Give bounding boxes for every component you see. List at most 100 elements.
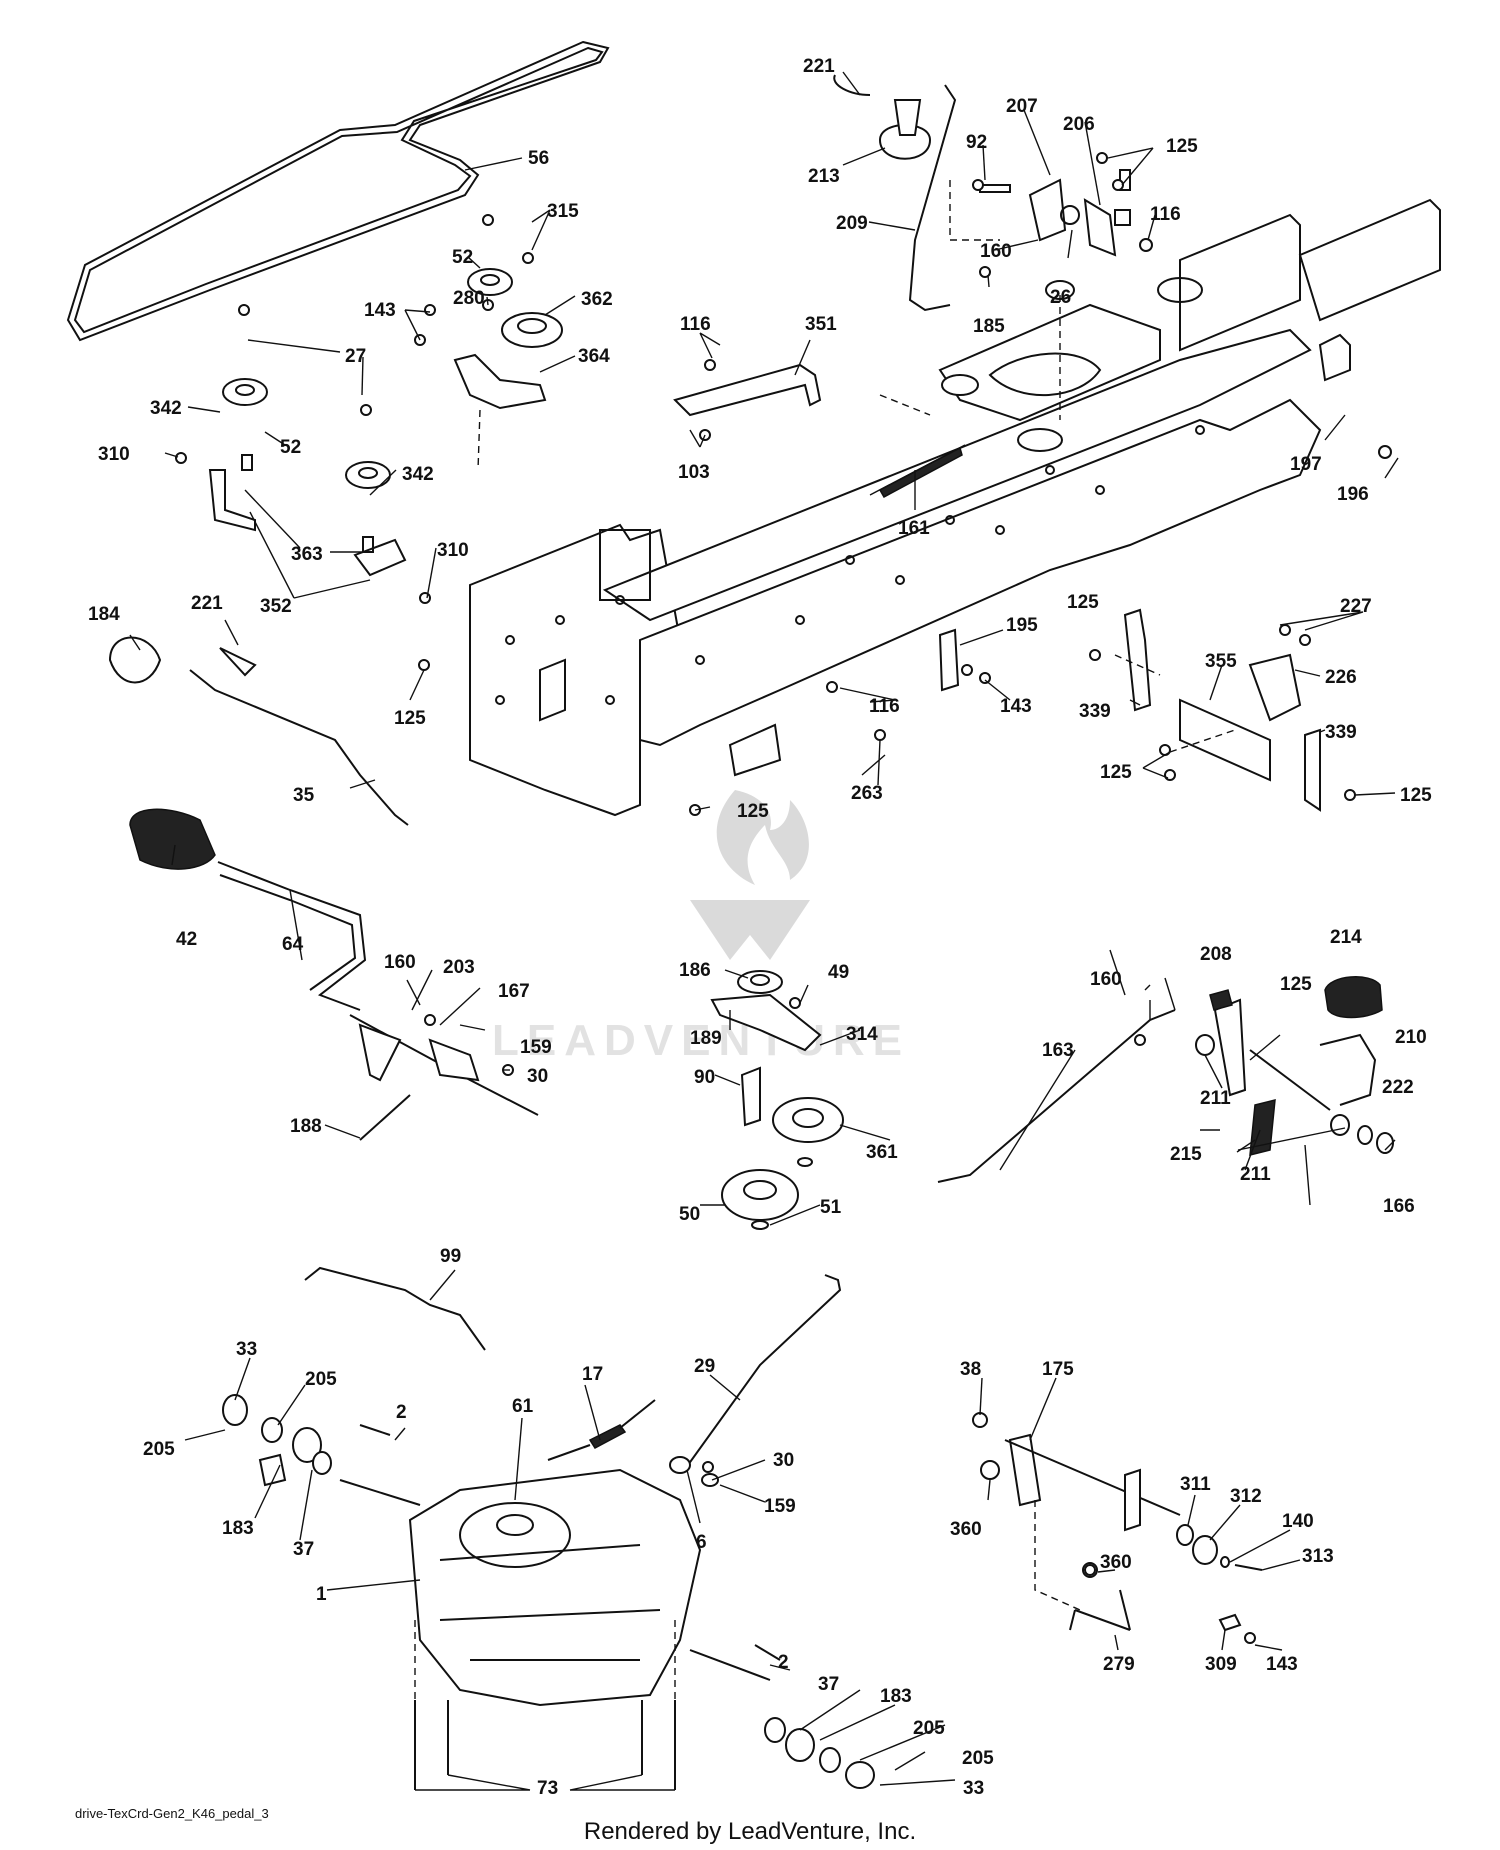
label-125-right: 125 (1400, 785, 1432, 806)
control-rod-35 (108, 636, 409, 826)
label-188: 188 (290, 1116, 322, 1137)
label-99: 99 (440, 1246, 461, 1267)
label-207: 207 (1006, 96, 1038, 117)
label-351: 351 (805, 314, 837, 335)
idler-pulleys (208, 268, 563, 577)
label-213: 213 (808, 166, 840, 187)
label-195: 195 (1006, 615, 1038, 636)
label-214: 214 (1330, 927, 1362, 948)
label-352: 352 (260, 596, 292, 617)
label-160-lever: 160 (384, 952, 416, 973)
label-339-left: 339 (1079, 701, 1111, 722)
label-206: 206 (1063, 114, 1095, 135)
label-186: 186 (679, 960, 711, 981)
label-310-left: 310 (98, 444, 130, 465)
label-160-pedal: 160 (1090, 969, 1122, 990)
brackets-339-355 (938, 608, 1321, 812)
label-90: 90 (694, 1067, 715, 1088)
label-175: 175 (1042, 1359, 1074, 1380)
label-312: 312 (1230, 1486, 1262, 1507)
label-35: 35 (293, 785, 315, 806)
label-280: 280 (453, 288, 485, 309)
bracket-351 (673, 363, 822, 417)
label-125-lower: 125 (1100, 762, 1132, 783)
label-33-right: 33 (963, 1778, 984, 1799)
label-56: 56 (528, 148, 549, 169)
label-197: 197 (1290, 454, 1322, 475)
label-211-upper: 211 (1200, 1088, 1231, 1109)
label-226: 226 (1325, 667, 1357, 688)
label-159-lever: 159 (520, 1037, 552, 1058)
label-27: 27 (345, 346, 366, 367)
transaxle (222, 1394, 875, 1790)
label-311: 311 (1180, 1474, 1211, 1495)
label-364: 364 (578, 346, 610, 367)
label-314: 314 (846, 1024, 878, 1045)
label-116-frame: 116 (869, 696, 900, 717)
label-203: 203 (443, 957, 475, 978)
spring-161 (869, 444, 966, 499)
label-29: 29 (694, 1356, 715, 1377)
label-196: 196 (1337, 484, 1369, 505)
drive-belt (66, 40, 610, 342)
label-355: 355 (1205, 651, 1237, 672)
label-363: 363 (291, 544, 323, 565)
brake-pedal-assembly (937, 976, 1394, 1183)
label-125-frame: 125 (737, 801, 769, 822)
diagram-code: drive-TexCrd-Gen2_K46_pedal_3 (75, 1806, 269, 1821)
label-73: 73 (537, 1778, 558, 1799)
label-30-rod: 30 (773, 1450, 794, 1471)
rods-99-29 (304, 1266, 842, 1466)
fasteners (175, 152, 1392, 1644)
label-310-right: 310 (437, 540, 469, 561)
label-6: 6 (696, 1532, 707, 1553)
label-342-right: 342 (402, 464, 434, 485)
label-2-lower: 2 (778, 1652, 789, 1673)
label-167: 167 (498, 981, 530, 1002)
label-116-center: 116 (680, 314, 711, 335)
leader-lines (129, 71, 1399, 1791)
label-215: 215 (1170, 1144, 1202, 1165)
label-160-top: 160 (980, 241, 1012, 262)
label-50: 50 (679, 1204, 700, 1225)
label-125-top: 125 (1166, 136, 1198, 157)
label-279: 279 (1103, 1654, 1135, 1675)
label-166: 166 (1383, 1196, 1415, 1217)
label-103: 103 (678, 462, 710, 483)
label-64: 64 (282, 934, 304, 955)
label-183-right: 183 (880, 1686, 912, 1707)
label-361: 361 (866, 1142, 898, 1163)
label-208: 208 (1200, 944, 1232, 965)
label-205-upper-left: 205 (305, 1369, 337, 1390)
label-37-right: 37 (818, 1674, 839, 1695)
part-labels: 221 213 207 206 125 92 116 209 160 26 18… (88, 56, 1432, 1799)
label-125-pedal: 125 (1280, 974, 1312, 995)
tractor-frame (469, 198, 1441, 817)
label-185: 185 (973, 316, 1005, 337)
assembly-guidelines (477, 180, 1236, 753)
label-30-lever: 30 (527, 1066, 548, 1087)
label-52-top: 52 (452, 247, 473, 268)
label-1: 1 (316, 1584, 327, 1605)
label-210: 210 (1395, 1027, 1427, 1048)
label-362: 362 (581, 289, 613, 310)
brake-shaft-assembly (972, 1412, 1263, 1632)
label-42: 42 (176, 929, 197, 950)
label-360-right: 360 (1100, 1552, 1132, 1573)
label-143-left: 143 (364, 300, 396, 321)
label-17: 17 (582, 1364, 603, 1385)
label-309: 309 (1205, 1654, 1237, 1675)
label-143-right: 143 (1266, 1654, 1298, 1675)
label-61: 61 (512, 1396, 534, 1417)
label-342-left: 342 (150, 398, 182, 419)
label-227: 227 (1340, 596, 1372, 617)
center-pulley-assembly (710, 970, 844, 1230)
label-263: 263 (851, 783, 883, 804)
label-221-left: 221 (191, 593, 223, 614)
label-209: 209 (836, 213, 868, 234)
label-313: 313 (1302, 1546, 1334, 1567)
label-2-upper: 2 (396, 1402, 407, 1423)
shift-lever (129, 808, 539, 1141)
label-183-left: 183 (222, 1518, 254, 1539)
